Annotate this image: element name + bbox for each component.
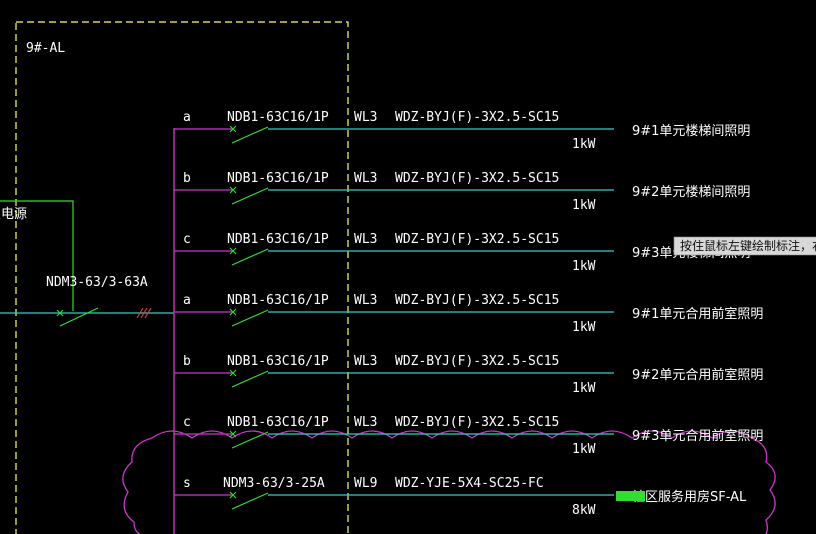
draw-hint-text: 按住鼠标左键绘制标注，右 — [680, 238, 816, 253]
breaker-model: NDB1-63C16/1P — [227, 354, 329, 369]
incoming-source-label: 双电源 — [0, 207, 27, 222]
cable-spec: WDZ-BYJ(F)-3X2.5-SC15 — [395, 171, 559, 186]
cable-spec: WDZ-YJE-5X4-SC25-FC — [395, 476, 544, 491]
revision-cloud — [122, 430, 776, 534]
incoming-breaker-blade — [59, 307, 99, 327]
breaker-x-mark — [229, 491, 237, 499]
breaker-model: NDM3-63/3-25A — [223, 476, 325, 491]
load-name: 9#2单元楼梯间照明 — [632, 185, 750, 200]
breaker-blade — [231, 126, 269, 144]
circuit-number: WL3 — [354, 232, 377, 247]
cable-spec: WDZ-BYJ(F)-3X2.5-SC15 — [395, 354, 559, 369]
circuit-number: WL3 — [354, 415, 377, 430]
breaker-x-mark — [229, 186, 237, 194]
breaker-blade — [231, 431, 269, 449]
load-name: 社区服务用房SF-AL — [632, 489, 747, 505]
breaker-blade — [231, 309, 269, 327]
load-power: 8kW — [572, 503, 596, 518]
phase-label: c — [183, 232, 191, 247]
breaker-blade — [231, 370, 269, 388]
load-power: 1kW — [572, 137, 596, 152]
hatched-panel-symbol-icon — [616, 491, 645, 501]
circuit-row[interactable]: s NDM3-63/3-25A WL9 WDZ-YJE-5X4-SC25-FC 8kW 社… — [174, 476, 747, 518]
load-power: 1kW — [572, 198, 596, 213]
cable-spec: WDZ-BYJ(F)-3X2.5-SC15 — [395, 110, 559, 125]
circuit-row[interactable]: c NDB1-63C16/1P WL3 WDZ-BYJ(F)-3X2.5-SC15 1k… — [174, 415, 763, 457]
circuit-row[interactable]: a NDB1-63C16/1P WL3 WDZ-BYJ(F)-3X2.5-SC15 1k… — [174, 110, 750, 152]
breaker-x-mark — [229, 308, 237, 316]
breaker-blade — [231, 187, 269, 205]
panel-boundary — [15, 21, 349, 534]
circuit-number: WL9 — [354, 476, 377, 491]
circuit-number: WL3 — [354, 110, 377, 125]
load-power: 1kW — [572, 259, 596, 274]
phase-label: s — [183, 476, 191, 491]
phase-label: c — [183, 415, 191, 430]
load-name: 9#3单元合用前室照明 — [632, 428, 763, 444]
breaker-model: NDB1-63C16/1P — [227, 293, 329, 308]
load-power: 1kW — [572, 381, 596, 396]
breaker-blade — [231, 248, 269, 266]
breaker-x-mark — [229, 247, 237, 255]
load-name: 9#1单元楼梯间照明 — [632, 124, 750, 139]
incoming-riser-line — [0, 200, 74, 311]
breaker-model: NDB1-63C16/1P — [227, 110, 329, 125]
cable-spec: WDZ-BYJ(F)-3X2.5-SC15 — [395, 415, 559, 430]
circuit-row[interactable]: b NDB1-63C16/1P WL3 WDZ-BYJ(F)-3X2.5-SC15 1k… — [174, 171, 750, 213]
phase-label: b — [183, 171, 191, 186]
breaker-blade — [231, 492, 269, 510]
incoming-breaker-model: NDM3-63/3-63A — [46, 275, 148, 290]
breaker-x-mark — [229, 369, 237, 377]
load-power: 1kW — [572, 442, 596, 457]
load-name: 9#2单元合用前室照明 — [632, 367, 763, 383]
load-name: 9#1单元合用前室照明 — [632, 306, 763, 322]
incoming-breaker-x-mark — [56, 309, 64, 317]
circuit-row[interactable]: a NDB1-63C16/1P WL3 WDZ-BYJ(F)-3X2.5-SC15 1k… — [174, 293, 763, 335]
circuit-row[interactable]: b NDB1-63C16/1P WL3 WDZ-BYJ(F)-3X2.5-SC15 1k… — [174, 354, 763, 396]
breaker-model: NDB1-63C16/1P — [227, 232, 329, 247]
breaker-x-mark — [229, 125, 237, 133]
circuit-row[interactable]: c NDB1-63C16/1P WL3 WDZ-BYJ(F)-3X2.5-SC15 1k… — [174, 232, 750, 274]
phase-label: a — [183, 293, 191, 308]
draw-hint-tooltip — [673, 236, 816, 256]
phase-label: b — [183, 354, 191, 369]
breaker-x-mark — [229, 430, 237, 438]
cable-spec: WDZ-BYJ(F)-3X2.5-SC15 — [395, 293, 559, 308]
circuit-number: WL3 — [354, 354, 377, 369]
breaker-model: NDB1-63C16/1P — [227, 415, 329, 430]
cable-spec: WDZ-BYJ(F)-3X2.5-SC15 — [395, 232, 559, 247]
circuit-number: WL3 — [354, 293, 377, 308]
breaker-model: NDB1-63C16/1P — [227, 171, 329, 186]
panel-label: 9#-AL — [26, 41, 65, 56]
load-power: 1kW — [572, 320, 596, 335]
phase-label: a — [183, 110, 191, 125]
three-phase-tick-marks — [136, 307, 152, 319]
circuit-number: WL3 — [354, 171, 377, 186]
